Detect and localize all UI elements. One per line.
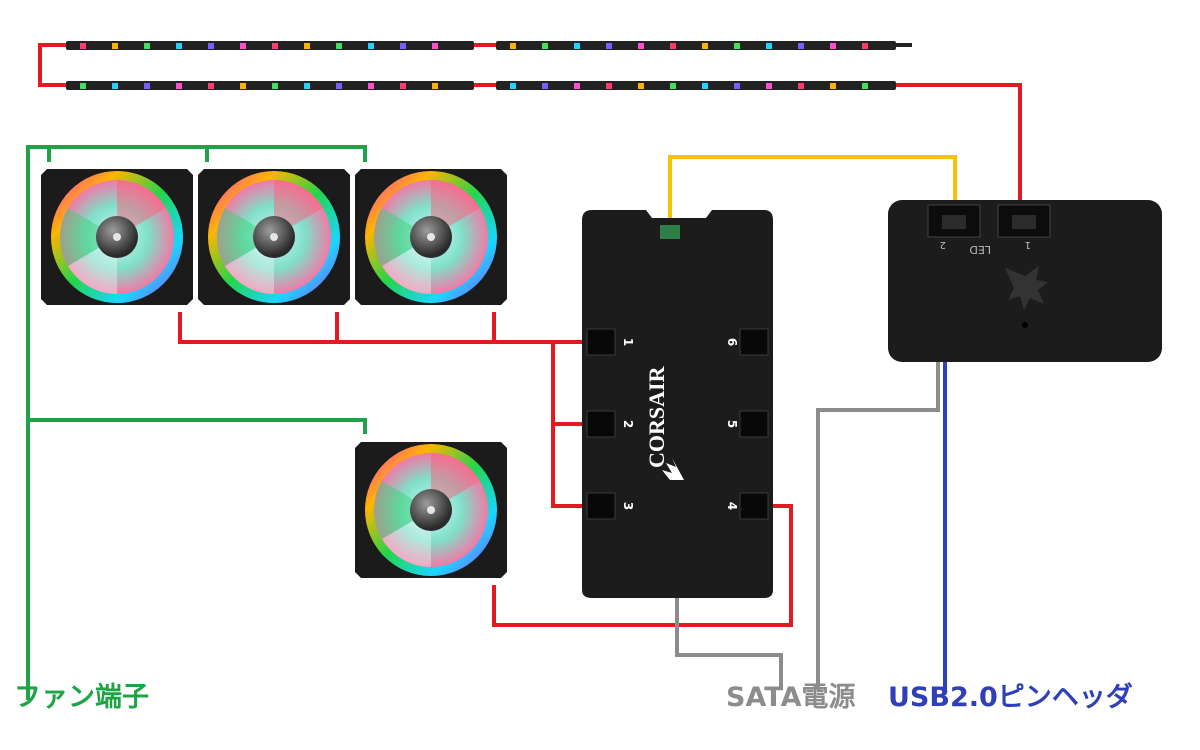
led-dot xyxy=(734,83,740,89)
led-dot xyxy=(368,43,374,49)
hub-port-3-label: 3 xyxy=(621,502,635,510)
usb-header-label: USB2.0ピンヘッダ xyxy=(888,682,1133,713)
rgb-fan-hub: CORSAIR 1 2 3 4 5 6 xyxy=(582,210,773,598)
led-dot xyxy=(574,83,580,89)
strip-loop-wire xyxy=(38,43,66,87)
led-dot xyxy=(336,43,342,49)
led-dot xyxy=(766,43,772,49)
led-dot xyxy=(208,43,214,49)
led-dot xyxy=(766,83,772,89)
led-dot xyxy=(542,43,548,49)
led-port-1-label: 1 xyxy=(1025,239,1031,250)
hub-port-2 xyxy=(586,410,616,438)
node-button-icon xyxy=(1022,322,1028,328)
hub-sata-wire xyxy=(675,596,783,690)
fan-terminal-label: ファン端子 xyxy=(14,682,149,713)
led-dot xyxy=(240,43,246,49)
led-dot xyxy=(702,43,708,49)
led-dot xyxy=(862,43,868,49)
led-dot xyxy=(208,83,214,89)
led-dot xyxy=(176,83,182,89)
led-dot xyxy=(272,83,278,89)
led-dot xyxy=(112,43,118,49)
led-dot xyxy=(432,83,438,89)
hub-port-5 xyxy=(739,410,769,438)
led-strip-bottom-left xyxy=(66,81,474,90)
led-dot xyxy=(144,43,150,49)
hub-brand-text: CORSAIR xyxy=(644,365,669,468)
led-dot xyxy=(510,83,516,89)
led-strip-top-right xyxy=(496,41,912,50)
hub-port-6 xyxy=(739,328,769,356)
led-dot xyxy=(606,43,612,49)
sata-power-label: SATA電源 xyxy=(726,682,856,713)
led-dot xyxy=(80,43,86,49)
led-dot xyxy=(336,83,342,89)
led-dot xyxy=(638,83,644,89)
led-dot xyxy=(606,83,612,89)
rgb-fan-2 xyxy=(198,169,350,305)
led-dot xyxy=(510,43,516,49)
led-dot xyxy=(734,43,740,49)
corsair-sails-icon xyxy=(1005,266,1048,310)
hub-port-1-label: 1 xyxy=(621,338,635,346)
led-dot xyxy=(542,83,548,89)
node-sata-wire xyxy=(816,362,940,690)
led-dot xyxy=(112,83,118,89)
hub-port-5-label: 5 xyxy=(725,420,739,428)
hub-power-connector xyxy=(660,225,680,239)
led-dot xyxy=(862,83,868,89)
led-dot xyxy=(702,83,708,89)
fan4-rgb-wire xyxy=(492,504,793,627)
led-strip-to-node-wire xyxy=(896,83,1022,205)
led-dot xyxy=(830,43,836,49)
rgb-fan-3 xyxy=(355,169,507,305)
fan-rgb-chain-wire xyxy=(178,312,588,344)
led-dot xyxy=(144,83,150,89)
hub-port-1 xyxy=(586,328,616,356)
led-strips xyxy=(66,41,912,90)
rgb-fan-4 xyxy=(355,442,507,578)
hub-port-2-label: 2 xyxy=(621,420,635,428)
led-port-label: LED xyxy=(969,243,991,256)
led-dot xyxy=(304,83,310,89)
led-strip-top-left xyxy=(66,41,474,50)
led-dot xyxy=(176,43,182,49)
hub-port-4 xyxy=(739,492,769,520)
led-dot xyxy=(670,83,676,89)
hub-port-bus-wire xyxy=(551,342,588,508)
led-dot xyxy=(798,83,804,89)
led-dot xyxy=(638,43,644,49)
led-dot xyxy=(798,43,804,49)
led-dot xyxy=(670,43,676,49)
led-dot xyxy=(574,43,580,49)
hub-to-node-wire xyxy=(668,155,957,220)
led-dot xyxy=(432,43,438,49)
rgb-fan-1 xyxy=(41,169,193,305)
led-dot xyxy=(400,83,406,89)
corsair-logo-icon xyxy=(662,458,684,480)
led-dot xyxy=(240,83,246,89)
led-dot xyxy=(830,83,836,89)
lighting-node: 2 1 LED xyxy=(888,200,1162,362)
fan4-fan-wire xyxy=(28,418,367,434)
led-dot xyxy=(272,43,278,49)
led-dot xyxy=(304,43,310,49)
hub-port-3 xyxy=(586,492,616,520)
fan-terminal-wire xyxy=(26,145,367,700)
led-strip-bottom-right xyxy=(496,81,896,90)
fans xyxy=(41,169,507,578)
hub-port-6-label: 6 xyxy=(725,338,739,346)
led-dot xyxy=(368,83,374,89)
hub-port-4-label: 4 xyxy=(725,502,739,510)
led-port-2-label: 2 xyxy=(940,239,946,250)
led-dot xyxy=(400,43,406,49)
led-dot xyxy=(80,83,86,89)
